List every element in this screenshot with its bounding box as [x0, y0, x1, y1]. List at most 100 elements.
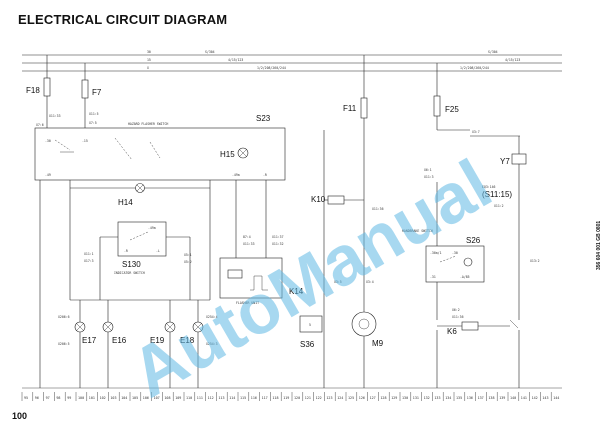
scale-number: 136	[467, 396, 473, 400]
k14-label: K14	[289, 287, 304, 296]
rail-30-wire-right: S/304	[488, 50, 498, 54]
scale-number: 101	[89, 396, 95, 400]
scale-number: 122	[316, 396, 322, 400]
k14-pin: X11:32	[272, 242, 284, 246]
scale-number: 104	[121, 396, 127, 400]
scale-number: 138	[488, 396, 494, 400]
wire-code: X7:6	[36, 123, 44, 127]
wire-code: X5:2	[184, 260, 192, 264]
lamp-e17-label: E17	[82, 336, 97, 345]
scale-number: 118	[272, 396, 278, 400]
s23-pin: -49	[45, 173, 51, 177]
lamp-e16-label: E16	[112, 336, 127, 345]
s23-title: HAZARD FLASHER SWITCH	[128, 122, 168, 126]
s26-pin: -30a/1	[430, 251, 442, 255]
scale-number: 112	[208, 396, 214, 400]
scale-number: 111	[197, 396, 203, 400]
page-number: 100	[12, 411, 28, 421]
scale-number: 134	[445, 396, 451, 400]
scale-number: 100	[78, 396, 84, 400]
scale-number: 133	[434, 396, 440, 400]
wire-code: X6:1	[424, 168, 432, 172]
k14-pin: 87:4	[243, 235, 251, 239]
s130-pin: -L	[156, 249, 160, 253]
valve-y7: Y7 (S11:15) EQ3:146 X3:7 X11:2 X13:2	[437, 129, 540, 320]
y7-coil	[511, 153, 527, 165]
lamp-h14-label: H14	[118, 198, 133, 207]
scale-number: 127	[370, 396, 376, 400]
scale-number: 135	[456, 396, 462, 400]
wire-code: X254:4	[206, 315, 218, 319]
rail-15-wire-left: 4/15/123	[228, 58, 243, 62]
rail-x-wire-right: 1/2/208/260/244	[460, 66, 489, 70]
scale-number: 143	[542, 396, 548, 400]
s23-pin: -15	[82, 139, 88, 143]
scale-number: 125	[348, 396, 354, 400]
s26-pin: -31	[430, 275, 436, 279]
s23-pin: -R	[263, 173, 267, 177]
wire-code: X3:5	[334, 280, 342, 284]
wire-code: X5:1	[184, 253, 192, 257]
scale-number: 106	[143, 396, 149, 400]
wire-code: X7:5	[89, 121, 97, 125]
fuse-f7: F7 X11:5 X7:5	[81, 63, 102, 128]
s26-title: HANDBRAKE SWITCH	[402, 229, 433, 233]
scale-number: 126	[359, 396, 365, 400]
scale-number: 121	[305, 396, 311, 400]
flasher-unit-k14: FLASHER UNIT K14 87:4 X11:33 X11:32	[219, 180, 304, 305]
scale-number: 117	[262, 396, 268, 400]
lamp-h15-label: H15	[220, 150, 235, 159]
s26-housing	[425, 245, 485, 283]
indicator-lamp-h14: H14	[69, 180, 211, 300]
fuse-f11: F11	[343, 55, 368, 312]
wire-code: X206:6	[58, 315, 70, 319]
scale-number: 103	[110, 396, 116, 400]
s26-pin: -A/85	[460, 275, 470, 279]
scale-number: 115	[240, 396, 246, 400]
switch-s130: -49a -R -L S130 INDICATOR SWITCH	[99, 221, 191, 300]
scale-number: 128	[380, 396, 386, 400]
scale-number: 114	[229, 396, 235, 400]
wire-code: X11:36	[452, 315, 464, 319]
y7-label: Y7	[500, 157, 510, 166]
wire-code: X11:2	[494, 204, 504, 208]
m9-label: M9	[372, 339, 384, 348]
s23-pin: -30	[45, 139, 51, 143]
scale-number: 116	[251, 396, 257, 400]
scale-number: 99	[67, 396, 71, 400]
wire-code: X3:4	[366, 280, 374, 284]
scale-number: 97	[46, 396, 50, 400]
page-title: ELECTRICAL CIRCUIT DIAGRAM	[18, 12, 228, 27]
rail-30-terminal: 30	[147, 50, 151, 54]
scale-number: 139	[499, 396, 505, 400]
switch-s36: 5 S36	[299, 312, 325, 388]
m9-motor	[351, 311, 377, 337]
scale-number: 144	[553, 396, 559, 400]
scale-number: 102	[100, 396, 106, 400]
s130-pin: -R	[124, 249, 128, 253]
scale-number: 109	[175, 396, 181, 400]
scale-number: 132	[424, 396, 430, 400]
supply-rails: 30 S/304 S/304 15 4/15/123 4/15/123 X 1/…	[22, 50, 562, 389]
scale-number: 130	[402, 396, 408, 400]
rail-x-terminal: X	[147, 66, 149, 70]
scale-number: 108	[164, 396, 170, 400]
switch-s23: HAZARD FLASHER SWITCH S23 -30 -15 -49 -4…	[34, 114, 286, 181]
wire-code: X17:3	[84, 259, 94, 263]
scale-number: 107	[154, 396, 160, 400]
k10-coil	[327, 195, 345, 205]
s130-title: INDICATOR SWITCH	[114, 271, 145, 275]
k14-title: FLASHER UNIT	[236, 301, 259, 305]
wire-code: X206:5	[58, 342, 70, 346]
k10-label: K10	[311, 195, 326, 204]
lamp-e18-label: E18	[180, 336, 195, 345]
s130-label: S130	[122, 260, 141, 269]
wire-code: X3:7	[472, 130, 480, 134]
rail-15-wire-right: 4/15/123	[505, 58, 520, 62]
wire-code: X11:5	[89, 112, 99, 116]
scale-number: 95	[24, 396, 28, 400]
switch-s26: HANDBRAKE SWITCH S26 -30a/1 -30 -31 -A/8…	[402, 168, 485, 320]
s130-housing	[117, 221, 167, 257]
scale-number: 96	[35, 396, 39, 400]
